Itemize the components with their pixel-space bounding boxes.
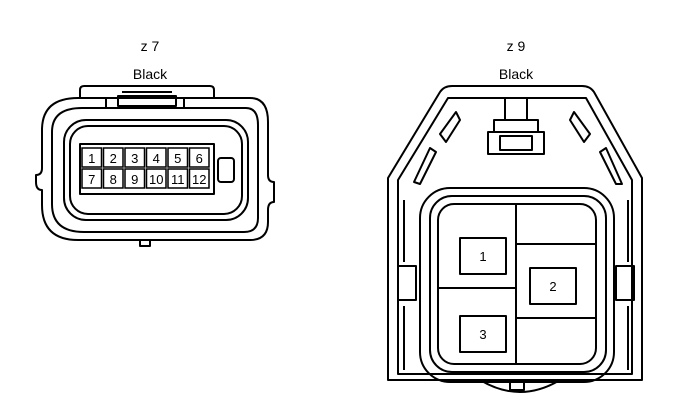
connector-z7-pin-12: 12: [192, 172, 206, 187]
connector-z7-id: z 7: [140, 38, 160, 54]
connector-z9-pin-1: 1: [479, 249, 486, 264]
connector-z7-pin-cell: [81, 168, 103, 189]
connector-z7-pin-cell: [81, 147, 103, 168]
connector-z7-pin-8: 8: [110, 172, 117, 187]
connector-z7-pin-cell: [145, 147, 167, 168]
connector-z7-pin-9: 9: [131, 172, 138, 187]
connector-z7-pin-7: 7: [88, 172, 95, 187]
connector-z7-pin-cell: [188, 147, 210, 168]
connector-z7-pin-cell: [102, 147, 124, 168]
connector-z7-pin-3: 3: [131, 151, 138, 166]
connector-z7-housing: [35, 85, 275, 247]
connector-z7-pin-2: 2: [110, 151, 117, 166]
connector-z7-pin-5: 5: [174, 151, 181, 166]
connector-z7-pin-6: 6: [196, 151, 203, 166]
connector-z9-pin-3: 3: [479, 327, 486, 342]
connector-z7-pin-10: 10: [149, 172, 163, 187]
connector-z9-pin-2: 2: [549, 279, 556, 294]
connector-z9-housing: [387, 85, 643, 393]
connector-z7-pin-11: 11: [171, 172, 185, 187]
connector-z9-id: z 9: [506, 38, 526, 54]
connector-z7-pin-cell: [124, 147, 146, 168]
connector-z7-pin-cell: [167, 147, 189, 168]
connector-z7-pin-cell: [102, 168, 124, 189]
connector-z7-color: Black: [132, 66, 168, 82]
connector-z7-pin-cell: [188, 168, 210, 189]
connector-z7-pin-cell: [167, 168, 189, 189]
connector-z7-pin-4: 4: [153, 151, 160, 166]
connector-z7-pin-cell: [145, 168, 167, 189]
connector-z7-pin-1: 1: [88, 151, 95, 166]
connector-z9-color: Black: [498, 66, 534, 82]
connector-z7-pin-cell: [124, 168, 146, 189]
